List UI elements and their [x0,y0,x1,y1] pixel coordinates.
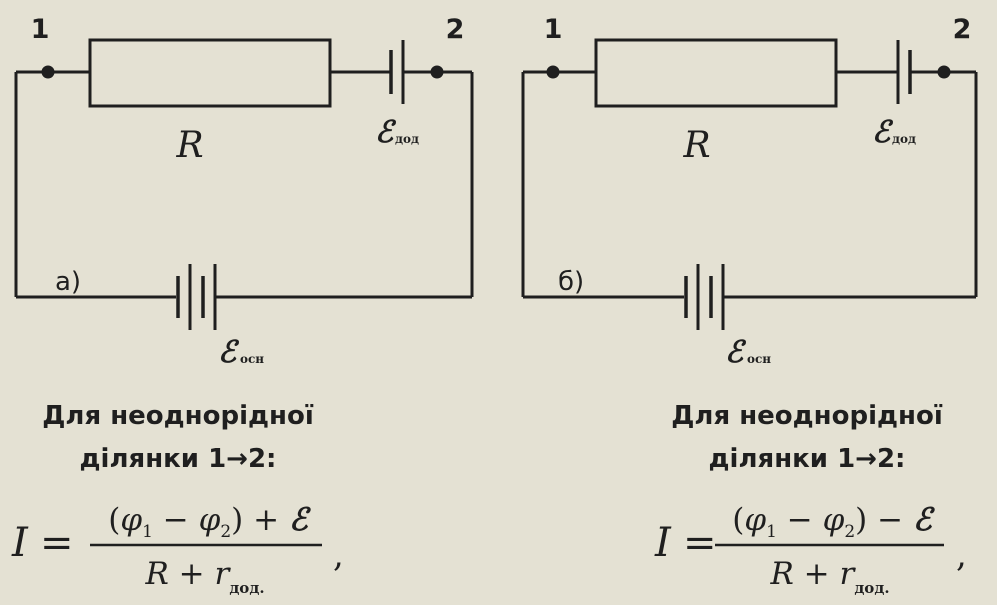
node-1-dot-a [41,65,55,79]
node-1-label-a: 1 [31,14,50,45]
panel-label-b: б) [558,267,584,297]
formula-denominator-b: R + rдод. [769,556,889,597]
node-1-label-b: 1 [544,14,563,45]
emf-main-symbol-a: ℰ [218,335,240,370]
resistor-label-b: R [682,125,710,166]
formula-comma-a: , [333,535,344,575]
formula-equals-b: = [683,520,717,566]
caption-line1-a: Для неоднорідної [42,401,314,431]
caption-line1-b: Для неоднорідної [671,401,943,431]
battery-add-a [389,40,405,104]
battery-add-b [896,40,912,104]
formula-equals-a: = [40,520,74,566]
panel-label-a: а) [55,267,81,297]
circuit-a-wires [14,70,474,299]
formula-lhs-a: I [11,520,29,566]
emf-main-symbol-b: ℰ [725,335,747,370]
formula-numerator-a: (φ1 − φ2) + ℰ [108,502,312,542]
resistor-a [88,38,332,108]
resistor-label-a: R [175,125,203,166]
formula-a: I = (φ1 − φ2) + ℰ R + rдод. , [11,502,344,597]
node-2-dot-a [430,65,444,79]
circuit-b-wires [521,70,978,299]
battery-main-b [684,264,725,330]
formula-lhs-b: I [654,520,672,566]
battery-main-a [176,264,217,330]
emf-add-symbol-a: ℰ [375,115,397,150]
formula-numerator-b: (φ1 − φ2) − ℰ [732,502,936,542]
node-1-dot-b [546,65,560,79]
formula-comma-b: , [956,535,967,575]
caption-line2-b: ділянки 1→2: [709,444,906,474]
emf-add-subscript-a: дод [395,132,419,146]
node-2-label-b: 2 [953,14,972,45]
emf-main-subscript-b: осн [747,352,771,366]
formula-b: I = (φ1 − φ2) − ℰ R + rдод. , [654,502,967,597]
node-2-label-a: 2 [446,14,465,45]
emf-add-symbol-b: ℰ [872,115,894,150]
resistor-b [594,38,838,108]
emf-main-subscript-a: осн [240,352,264,366]
formula-denominator-a: R + rдод. [144,556,264,597]
emf-add-subscript-b: дод [892,132,916,146]
node-2-dot-b [937,65,951,79]
circuit-a: 1 2 R ℰ дод а) ℰ осн Для неоднорідної ді… [11,14,474,597]
caption-line2-a: ділянки 1→2: [80,444,277,474]
circuit-b: 1 2 R ℰ дод б) ℰ осн Для неоднорідної ді… [521,14,978,597]
